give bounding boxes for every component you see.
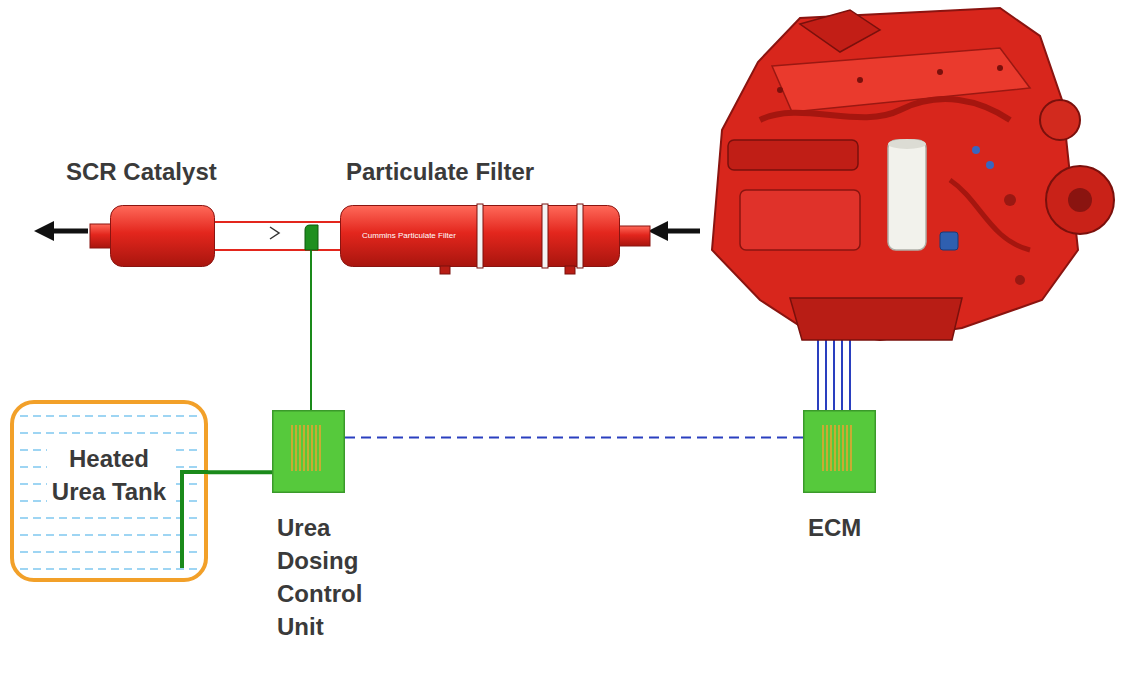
engine-pipe [760, 99, 1010, 120]
pulley [1040, 100, 1080, 140]
scr-catalyst: SCR Catalyst [110, 205, 215, 267]
bolt [1015, 275, 1025, 285]
data-link [345, 437, 803, 438]
unit-box [804, 411, 876, 493]
clamp-band [477, 204, 483, 268]
mount-foot [440, 266, 450, 274]
circuit-trace [850, 425, 852, 471]
brand-text: Cummins Particulate Filter [362, 231, 456, 241]
hose-line [208, 470, 272, 474]
bolt [937, 69, 943, 75]
turbo-housing [800, 10, 880, 52]
dosing-control-unit-outline [272, 410, 345, 493]
urea-tank: Heated Urea Tank [10, 400, 208, 582]
pulley [1046, 166, 1114, 234]
particulate-filter: Particulate FilterCummins Particulate Fi… [340, 205, 620, 267]
unit-box [273, 411, 345, 493]
exhaust-arrow-shaft [664, 229, 700, 234]
pipe-bore [215, 223, 340, 249]
circuit-trace [307, 425, 309, 471]
bolt [997, 65, 1003, 71]
ecm-unit: ECM [803, 410, 876, 493]
oil-pan [790, 298, 962, 340]
fluid-line [20, 568, 198, 570]
exhaust-pipe [215, 236, 340, 237]
bolt [1004, 194, 1016, 206]
circuit-trace [295, 425, 297, 471]
scr-catalyst-outline [110, 205, 215, 267]
circuit-trace [830, 425, 832, 471]
circuit-trace [842, 425, 844, 471]
urea-injector [305, 225, 318, 250]
circuit-trace [319, 425, 321, 471]
component-label: SCR Catalyst [66, 155, 217, 188]
data-line [345, 436, 803, 438]
unit-label: ECM [808, 511, 918, 544]
engine-side-cover [740, 190, 860, 250]
urea-hose [208, 472, 272, 473]
circuit-trace [299, 425, 301, 471]
tank-outline [12, 402, 206, 580]
oil-filter [888, 140, 926, 250]
exhaust-arrow-shaft [50, 229, 88, 234]
circuit-trace [838, 425, 840, 471]
urea-supply-line [310, 250, 312, 410]
exhaust-arrow-head [34, 221, 54, 241]
dosing-control-unit: Urea Dosing Control Unit [272, 410, 345, 493]
bolt [857, 77, 863, 83]
fluid-line [20, 432, 198, 434]
fluid-line [20, 415, 198, 417]
oil-filter-top [888, 139, 926, 149]
engine-pipe [950, 180, 1030, 250]
engine-illustration [712, 8, 1114, 340]
sensor-dot [986, 161, 994, 169]
unit-label: Urea Dosing Control Unit [277, 511, 387, 643]
circuit-trace [826, 425, 828, 471]
clamp-band [542, 204, 548, 268]
circuit-trace [303, 425, 305, 471]
ecm-unit-outline [803, 410, 876, 493]
sensor [940, 232, 958, 250]
circuit-trace [315, 425, 317, 471]
intake-manifold [728, 140, 858, 170]
circuit-trace [834, 425, 836, 471]
valve-cover [772, 48, 1030, 112]
circuit-trace [822, 425, 824, 471]
outlet-stub [90, 224, 112, 248]
fluid-line [20, 551, 198, 553]
circuit-trace [846, 425, 848, 471]
fluid-line [20, 517, 198, 519]
tank-label: Heated Urea Tank [47, 442, 172, 508]
inlet-stub [618, 226, 650, 246]
dip-tube [182, 472, 208, 568]
mount-foot [565, 266, 575, 274]
fluid-line [20, 534, 198, 536]
pipe-wall [215, 221, 340, 251]
flow-chevron [270, 227, 279, 239]
circuit-trace [311, 425, 313, 471]
circuit-trace [291, 425, 293, 471]
clamp-band [577, 204, 583, 268]
exhaust-arrow-head [648, 221, 668, 241]
component-label: Particulate Filter [346, 155, 534, 188]
sensor-dot [972, 146, 980, 154]
cylinder-body [111, 206, 215, 267]
engine-block [712, 8, 1078, 340]
pulley-hub [1068, 188, 1092, 212]
bolt [777, 87, 783, 93]
